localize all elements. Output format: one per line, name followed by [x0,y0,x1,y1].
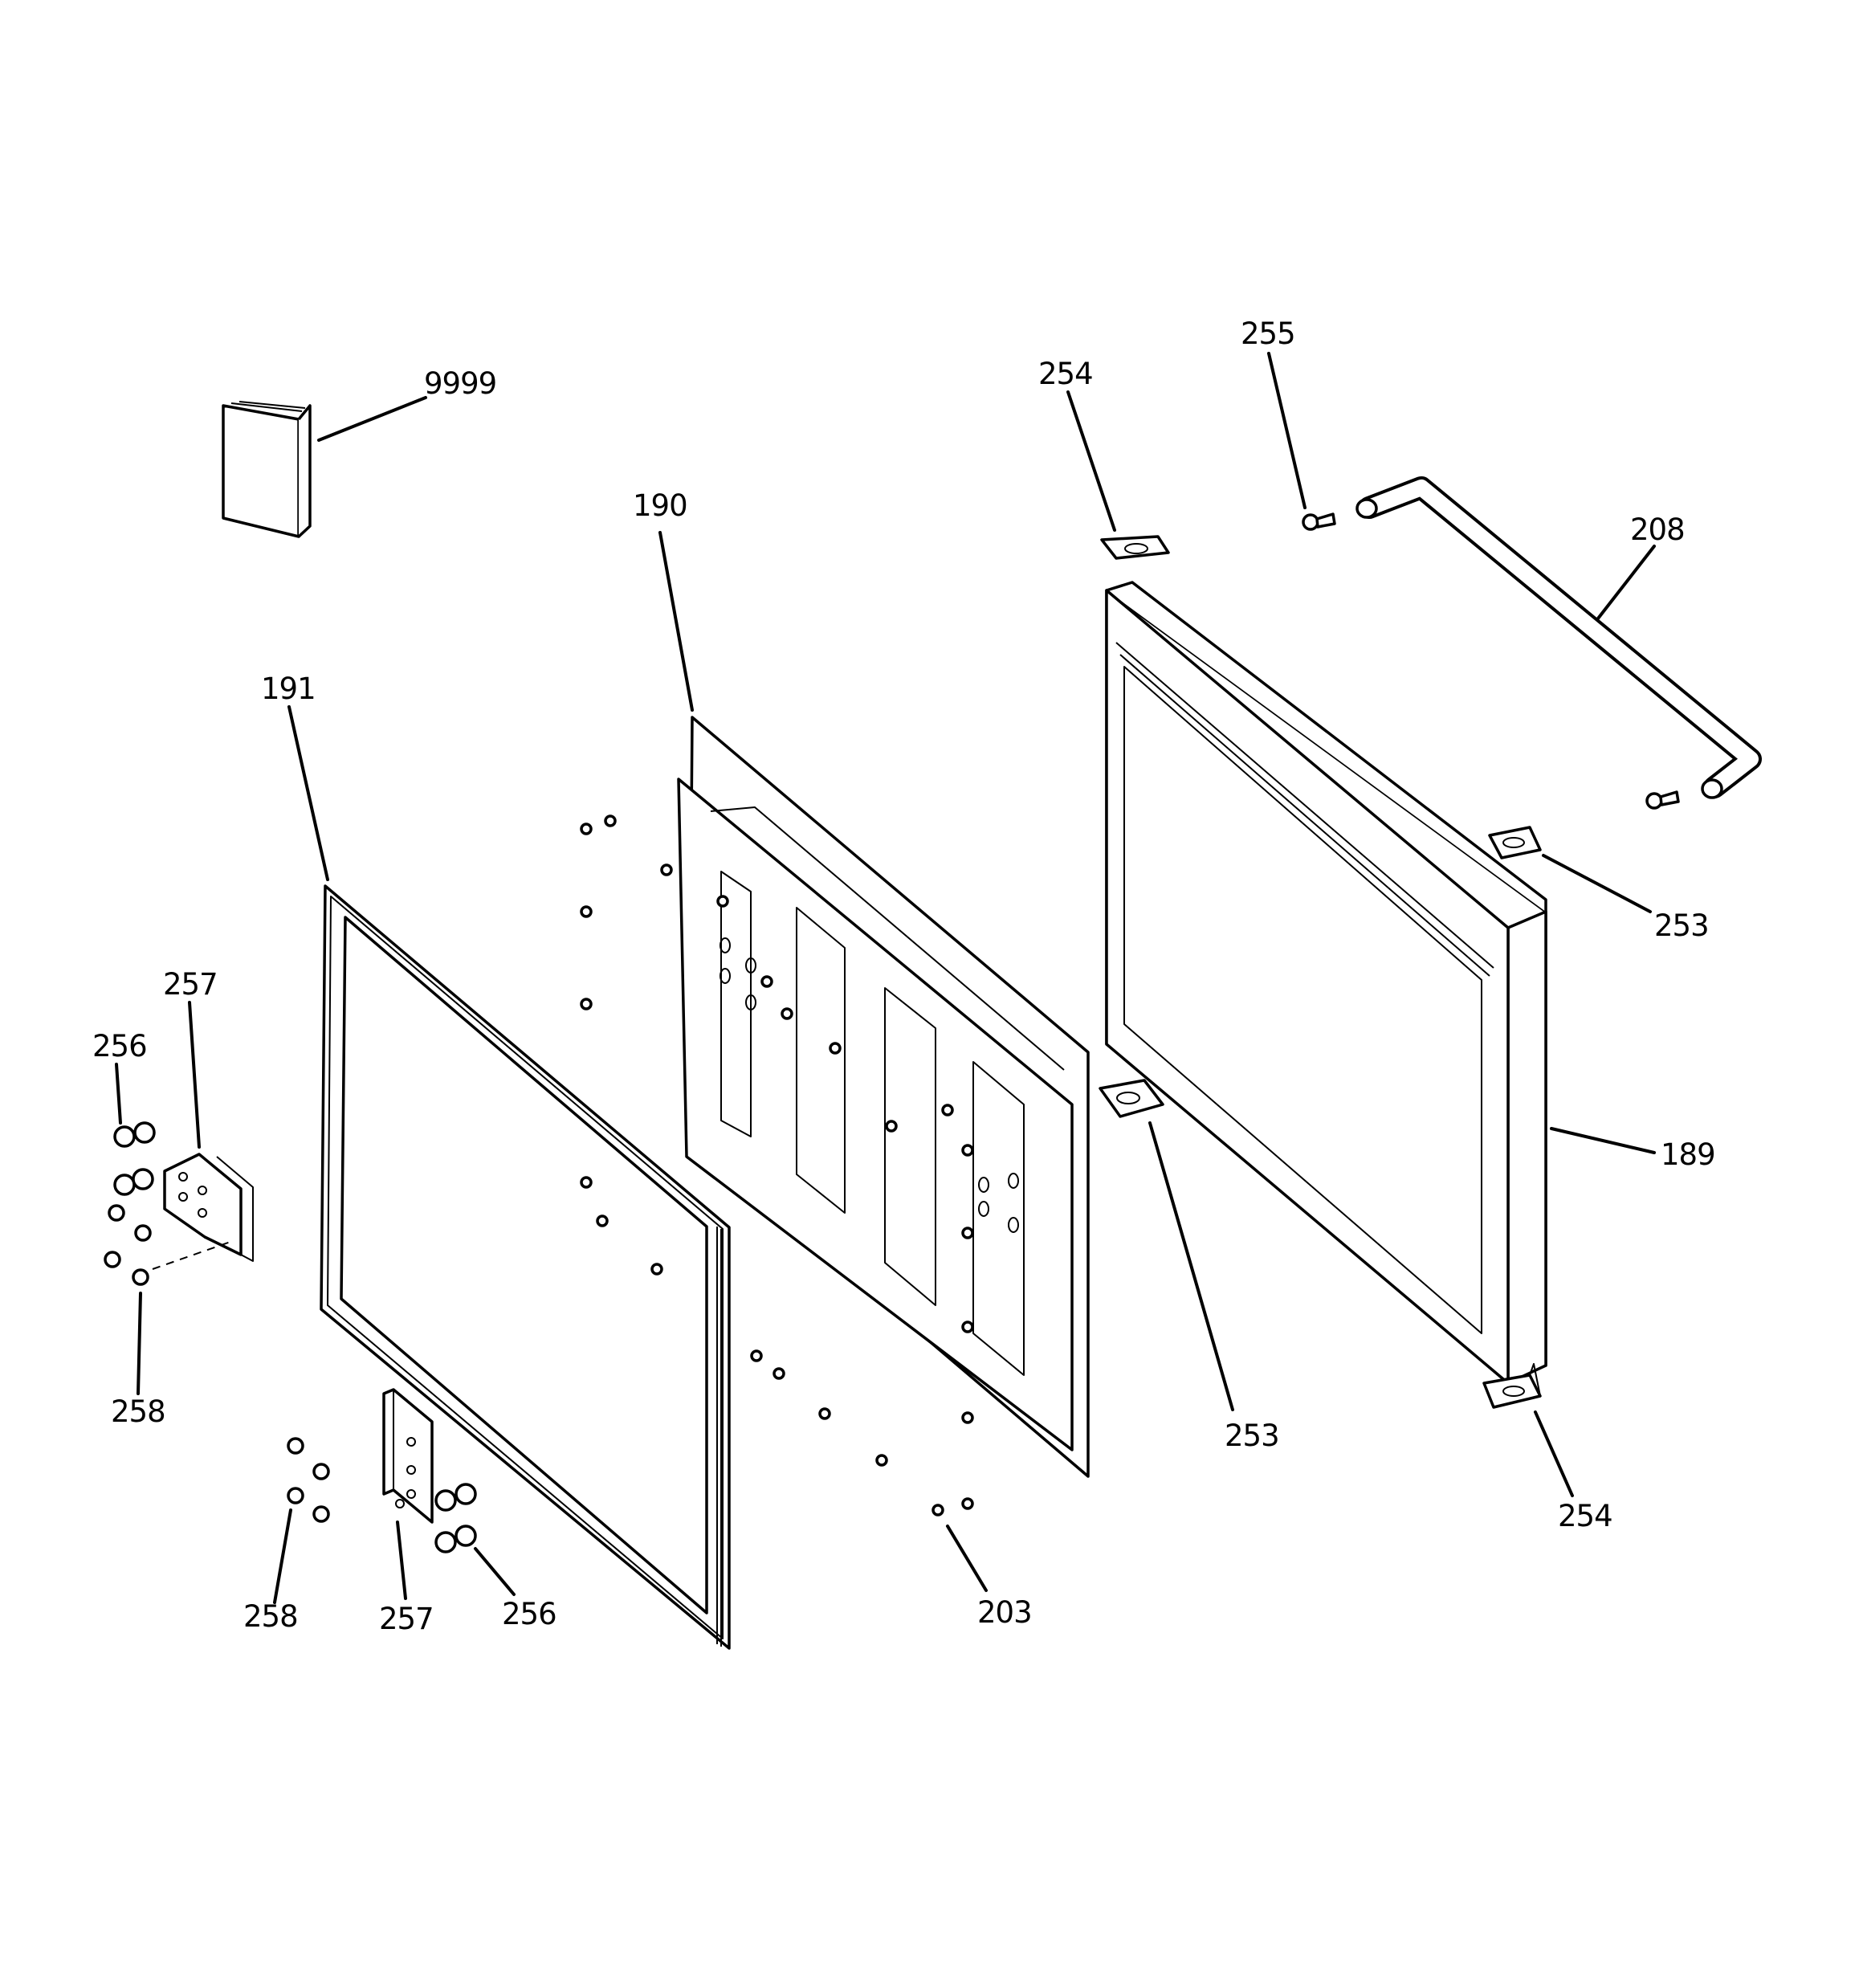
callout-253-mid: 253 [1225,1419,1279,1453]
inner-door-liner [677,716,1090,1478]
hinge-bracket-bottom [382,1388,434,1524]
screw-icon [1302,512,1336,531]
callout-254-bottom: 254 [1558,1499,1612,1533]
callout-254-top: 254 [1038,357,1093,391]
leader-line-256-bottom [474,1547,516,1596]
washer-set-bottom [434,1483,477,1553]
callout-191: 191 [261,672,316,706]
callout-255: 255 [1241,316,1295,351]
outer-door-panel [1105,581,1547,1385]
callout-258-bottom: 258 [243,1599,298,1634]
screw-set-bottom [287,1437,330,1523]
manual-booklet-icon [222,401,312,538]
callout-190: 190 [633,488,687,523]
leader-line-253-mid [1148,1121,1234,1411]
leader-line-258-left [137,1292,142,1395]
leader-line-258-bottom [273,1508,292,1604]
callout-208: 208 [1630,512,1685,547]
hinge-cap-icon [1482,1363,1542,1409]
callout-253-right: 253 [1654,908,1709,943]
callout-257-left: 257 [163,967,218,1002]
alignment-dash-line [152,1240,234,1270]
leader-line-257-bottom [396,1521,407,1600]
leader-line-9999 [317,396,427,442]
leader-line-256-left [115,1063,122,1125]
screw-set-left [104,1204,152,1286]
leader-line-255 [1267,352,1307,509]
callout-203: 203 [977,1595,1032,1630]
leader-line-189 [1550,1127,1656,1154]
callout-189: 189 [1661,1137,1715,1172]
leader-line-253-right [1542,854,1652,913]
hinge-plate-icon [1099,1079,1164,1118]
leader-line-254-top [1066,390,1116,532]
callout-256-left: 256 [92,1029,147,1063]
leader-line-254-bottom [1534,1410,1574,1497]
callout-258-left: 258 [111,1394,165,1429]
callout-257-bottom: 257 [379,1602,434,1636]
leader-line-257-left [188,1001,201,1149]
hinge-cap-icon [1100,535,1170,560]
leader-line-208 [1596,545,1656,620]
washer-set-left [113,1121,156,1196]
screw-set-203 [580,814,974,1517]
leader-line-203 [946,1525,988,1592]
leader-line-190 [658,531,694,712]
leader-line-191 [287,705,329,881]
door-handle-icon [1355,476,1762,810]
hinge-bracket-left [152,1153,254,1270]
hinge-plate-icon [1488,826,1542,859]
door-gasket-frame [320,884,731,1650]
callout-256-bottom: 256 [502,1597,556,1631]
callout-9999: 9999 [424,366,496,401]
